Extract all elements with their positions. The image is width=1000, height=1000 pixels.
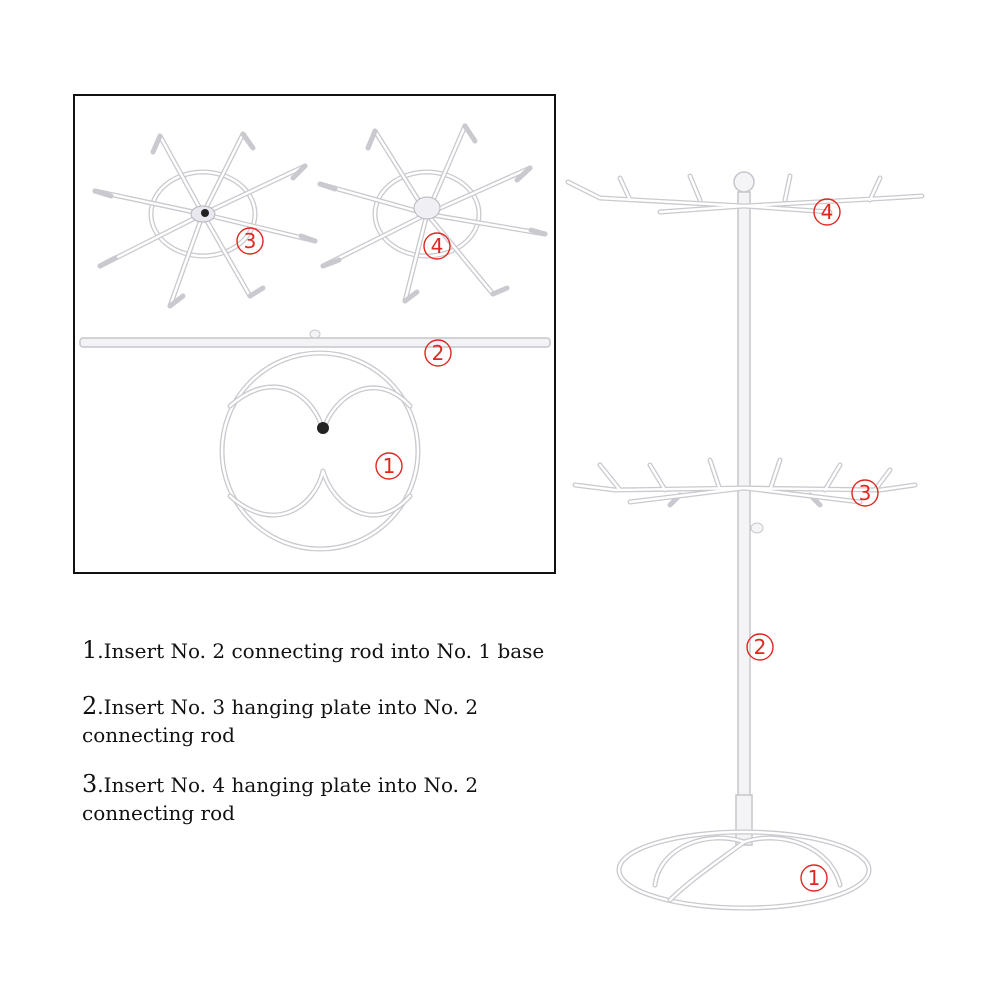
- hanging-plate-3: [92, 131, 318, 309]
- label-plate-3: 3: [236, 227, 264, 255]
- instruction-step-2: 2.Insert No. 3 hanging plate into No. 2 …: [82, 692, 478, 749]
- stand-top-plate: [565, 173, 925, 215]
- instruction-step-3: 3.Insert No. 4 hanging plate into No. 2 …: [82, 770, 478, 827]
- label-stand-top: 4: [813, 198, 841, 226]
- label-rod-text: 2: [432, 341, 445, 365]
- label-stand-middle-text: 3: [859, 481, 872, 505]
- step-number: 3: [82, 770, 98, 798]
- connecting-rod-2: [79, 329, 551, 348]
- step-number: 2: [82, 692, 98, 720]
- stand-base: [616, 829, 872, 911]
- step-text-continued: connecting rod: [82, 723, 235, 747]
- assembled-stand: 4 3 2 1: [565, 171, 925, 911]
- label-stand-rod-text: 2: [754, 635, 767, 659]
- label-stand-base-text: 1: [808, 866, 821, 890]
- step-text-continued: connecting rod: [82, 801, 235, 825]
- stand-pole: [733, 171, 764, 846]
- label-plate-3-text: 3: [244, 229, 257, 253]
- instruction-step-1: 1.Insert No. 2 connecting rod into No. 1…: [82, 636, 544, 665]
- stand-middle-plate: [572, 457, 918, 508]
- step-text: .Insert No. 4 hanging plate into No. 2: [97, 773, 479, 797]
- label-rod: 2: [424, 339, 452, 367]
- step-number: 1: [82, 636, 98, 664]
- parts-illustration: 3 4 2 1: [79, 123, 551, 552]
- base-1: [219, 350, 421, 552]
- hanging-plate-4: [317, 123, 548, 304]
- label-stand-middle: 3: [851, 479, 879, 507]
- label-plate-4: 4: [423, 232, 451, 260]
- label-stand-base: 1: [800, 864, 828, 892]
- parts-diagram-frame: 3 4 2 1: [73, 94, 556, 574]
- label-base-text: 1: [383, 454, 396, 478]
- label-base: 1: [375, 452, 403, 480]
- label-stand-top-text: 4: [821, 200, 834, 224]
- step-text: .Insert No. 2 connecting rod into No. 1 …: [97, 639, 545, 663]
- label-plate-4-text: 4: [431, 234, 444, 258]
- label-stand-rod: 2: [746, 633, 774, 661]
- step-text: .Insert No. 3 hanging plate into No. 2: [97, 695, 479, 719]
